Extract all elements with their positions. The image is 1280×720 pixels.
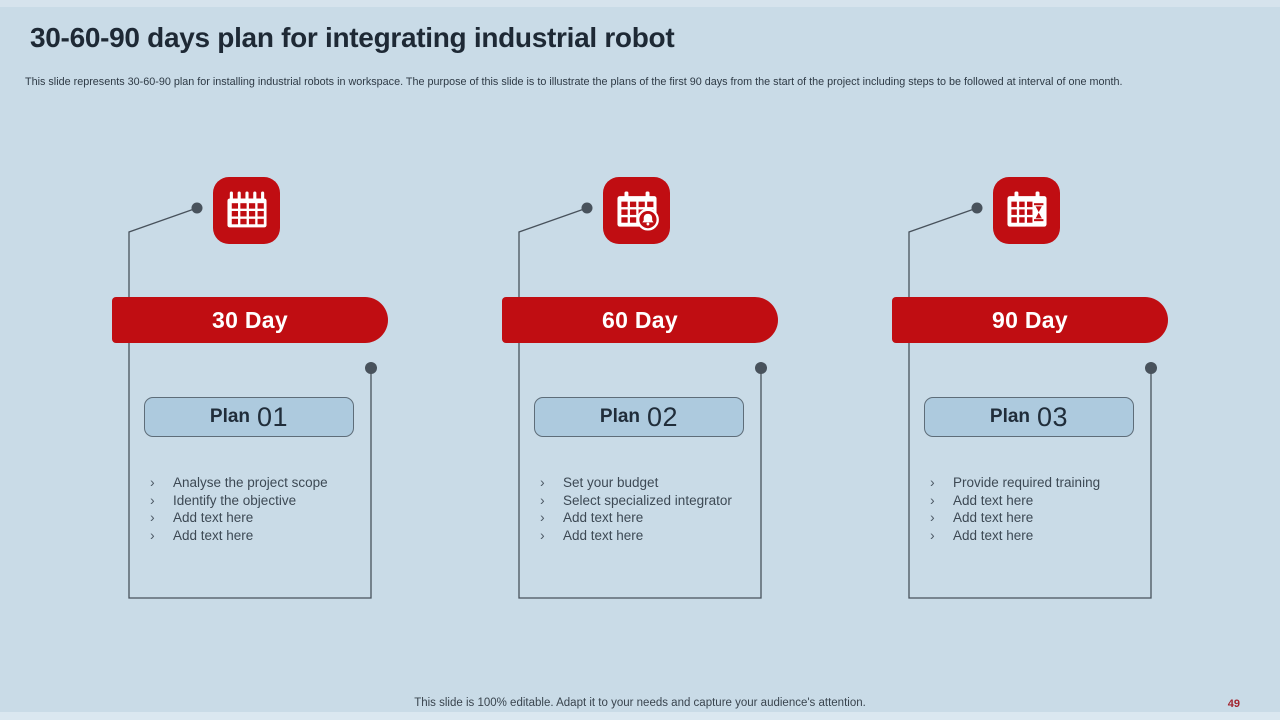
connector-lines bbox=[518, 202, 767, 599]
day-banner: 30 Day bbox=[112, 297, 388, 343]
connector-lines bbox=[128, 202, 377, 599]
calendar-icon bbox=[226, 190, 267, 227]
list-item: Add text here bbox=[540, 509, 770, 527]
list-item: Add text here bbox=[930, 492, 1160, 510]
list-item: Select specialized integrator bbox=[540, 492, 770, 510]
timeline-column-30-day: 30 Day Plan 01 Analyse the project scope… bbox=[100, 0, 400, 720]
plan-word: Plan bbox=[599, 406, 641, 427]
top-band bbox=[0, 0, 1280, 7]
footer-note: This slide is 100% editable. Adapt it to… bbox=[414, 697, 866, 709]
plan-word: Plan bbox=[209, 406, 251, 427]
list-item: Add text here bbox=[930, 527, 1160, 545]
connector-lines bbox=[908, 202, 1157, 599]
list-item: Add text here bbox=[930, 509, 1160, 527]
calendar-icon-tile bbox=[213, 177, 280, 244]
calendar-icon-tile bbox=[993, 177, 1060, 244]
timeline-column-90-day: 90 Day Plan 03 Provide required training… bbox=[880, 0, 1180, 720]
connector-dot bbox=[191, 202, 203, 214]
plan-number: 01 bbox=[257, 401, 289, 432]
connector-dot bbox=[971, 202, 983, 214]
list-item: Set your budget bbox=[540, 474, 770, 492]
list-item: Identify the objective bbox=[150, 492, 380, 510]
calendar-hourglass-icon bbox=[1006, 190, 1047, 227]
plan-items-list: Set your budget Select specialized integ… bbox=[540, 474, 770, 544]
plan-number: 03 bbox=[1037, 401, 1069, 432]
connector-dot bbox=[581, 202, 593, 214]
list-item: Add text here bbox=[150, 527, 380, 545]
plan-label-box: Plan 01 bbox=[144, 397, 354, 437]
calendar-icon-tile bbox=[603, 177, 670, 244]
plan-number: 02 bbox=[647, 401, 679, 432]
plan-label-box: Plan 02 bbox=[534, 397, 744, 437]
list-item: Add text here bbox=[150, 509, 380, 527]
list-item: Provide required training bbox=[930, 474, 1160, 492]
day-banner: 90 Day bbox=[892, 297, 1168, 343]
connector-dot bbox=[365, 362, 377, 374]
plan-items-list: Analyse the project scope Identify the o… bbox=[150, 474, 380, 544]
plan-word: Plan bbox=[989, 406, 1031, 427]
plan-label-box: Plan 03 bbox=[924, 397, 1134, 437]
calendar-bell-icon bbox=[616, 190, 659, 231]
day-banner: 60 Day bbox=[502, 297, 778, 343]
page-title: 30-60-90 days plan for integrating indus… bbox=[30, 22, 675, 53]
list-item: Add text here bbox=[540, 527, 770, 545]
list-item: Analyse the project scope bbox=[150, 474, 380, 492]
bottom-band bbox=[0, 712, 1280, 720]
connector-dot bbox=[1145, 362, 1157, 374]
connector-dot bbox=[755, 362, 767, 374]
timeline-column-60-day: 60 Day Plan 02 Set your budget Select sp… bbox=[490, 0, 790, 720]
page-subtitle: This slide represents 30-60-90 plan for … bbox=[25, 76, 1123, 88]
plan-items-list: Provide required training Add text here … bbox=[930, 474, 1160, 544]
page-number: 49 bbox=[1227, 698, 1240, 710]
